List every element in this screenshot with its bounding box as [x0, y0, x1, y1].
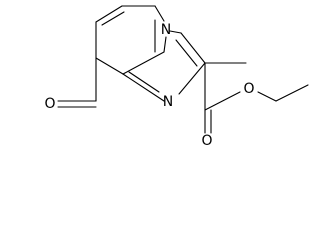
bond-c2-n1 [178, 62, 206, 95]
atom-n-bridge: N [161, 22, 171, 38]
chemical-structure: N N O O O [44, 5, 309, 149]
bond-c8a-n4 [122, 51, 165, 75]
bond-oester-ch2 [257, 91, 277, 102]
bond-n1-c8a [122, 73, 165, 102]
atom-o-ester: O [243, 81, 254, 97]
bond-n4-c3-start [163, 36, 167, 53]
bond-c8-c8a [95, 57, 124, 75]
bond-c6-c7 [95, 5, 123, 23]
bond-c5-n4 [154, 5, 165, 22]
bond-ch2-ch3 [275, 84, 309, 102]
atom-o-aldehyde: O [44, 96, 55, 112]
bond-n1-c8a-inner [128, 71, 160, 93]
bond-n4-c3 [169, 30, 182, 34]
atom-o-carbonyl: O [201, 133, 212, 149]
atom-n-ring: N [163, 94, 173, 110]
bond-c6-c7-inner [101, 11, 125, 26]
bond-c3-c2-inner [175, 39, 198, 67]
bond-carbonyl-oester [204, 91, 241, 111]
bond-c3-c2 [180, 32, 206, 64]
